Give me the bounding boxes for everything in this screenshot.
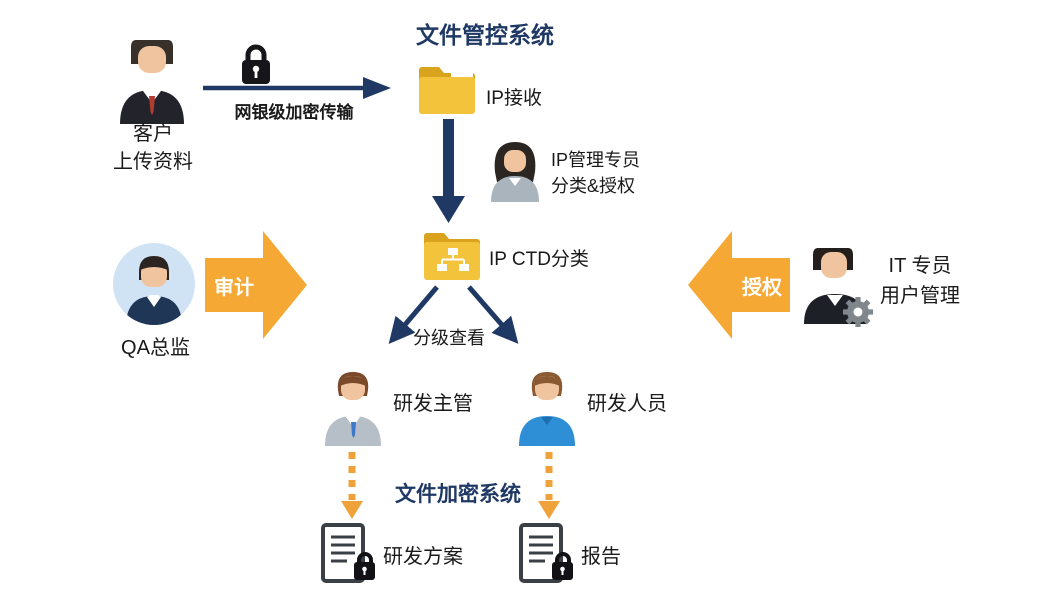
page-title: 文件管控系统 xyxy=(416,22,554,48)
ip-manager-label-line1: IP管理专员 xyxy=(551,150,641,170)
document-lock-icon xyxy=(552,552,573,580)
orgchart-glyph xyxy=(441,255,465,264)
dotted-arrow-supervisor-to-plan xyxy=(341,452,363,519)
ip-manager-icon xyxy=(487,138,543,202)
ip-ctd-label: IP CTD分类 xyxy=(489,249,589,270)
padlock-icon xyxy=(239,42,273,86)
report-label: 报告 xyxy=(581,546,621,568)
ip-receive-folder-icon xyxy=(417,62,479,116)
report-document-icon xyxy=(519,523,575,587)
transfer-label: 网银级加密传输 xyxy=(234,103,354,122)
customer-label: 客户 上传资料 xyxy=(92,120,214,176)
customer-label-line1: 客户 xyxy=(133,123,173,145)
ip-ctd-folder-icon xyxy=(422,226,484,282)
it-specialist-label: IT 专员 用户管理 xyxy=(866,251,974,311)
authorize-block-arrow xyxy=(688,231,790,339)
ip-receive-label: IP接收 xyxy=(486,88,542,109)
arrow-receive-to-ctd xyxy=(432,119,465,223)
ip-manager-label: IP管理专员 分类&授权 xyxy=(551,147,640,199)
gear-icon xyxy=(843,297,873,327)
arrow-ctd-to-supervisor xyxy=(388,285,439,344)
qa-director-label: QA总监 xyxy=(121,337,190,359)
authorize-label: 授权 xyxy=(742,277,782,299)
arrow-upload-transfer xyxy=(203,77,391,99)
customer-label-line2: 上传资料 xyxy=(113,151,193,173)
rd-supervisor-label: 研发主管 xyxy=(393,393,473,415)
customer-icon xyxy=(112,36,192,124)
rd-staff-icon xyxy=(515,366,579,446)
rd-plan-label: 研发方案 xyxy=(383,546,463,568)
qa-director-avatar xyxy=(112,242,196,326)
it-specialist-label-line1: IT 专员 xyxy=(888,255,952,277)
arrow-ctd-to-staff xyxy=(467,285,519,344)
dotted-arrow-staff-to-report xyxy=(538,452,560,519)
encryption-system-title: 文件加密系统 xyxy=(395,483,521,506)
rd-staff-label: 研发人员 xyxy=(587,393,667,415)
audit-label: 审计 xyxy=(214,277,254,299)
tiered-view-label: 分级查看 xyxy=(413,328,485,348)
ip-manager-label-line2: 分类&授权 xyxy=(551,176,636,196)
document-lock-icon xyxy=(354,552,375,580)
it-specialist-icon xyxy=(797,242,875,330)
audit-block-arrow xyxy=(205,231,307,339)
rd-supervisor-icon xyxy=(321,366,385,446)
rd-plan-document-icon xyxy=(321,523,377,587)
it-specialist-label-line2: 用户管理 xyxy=(880,285,960,307)
